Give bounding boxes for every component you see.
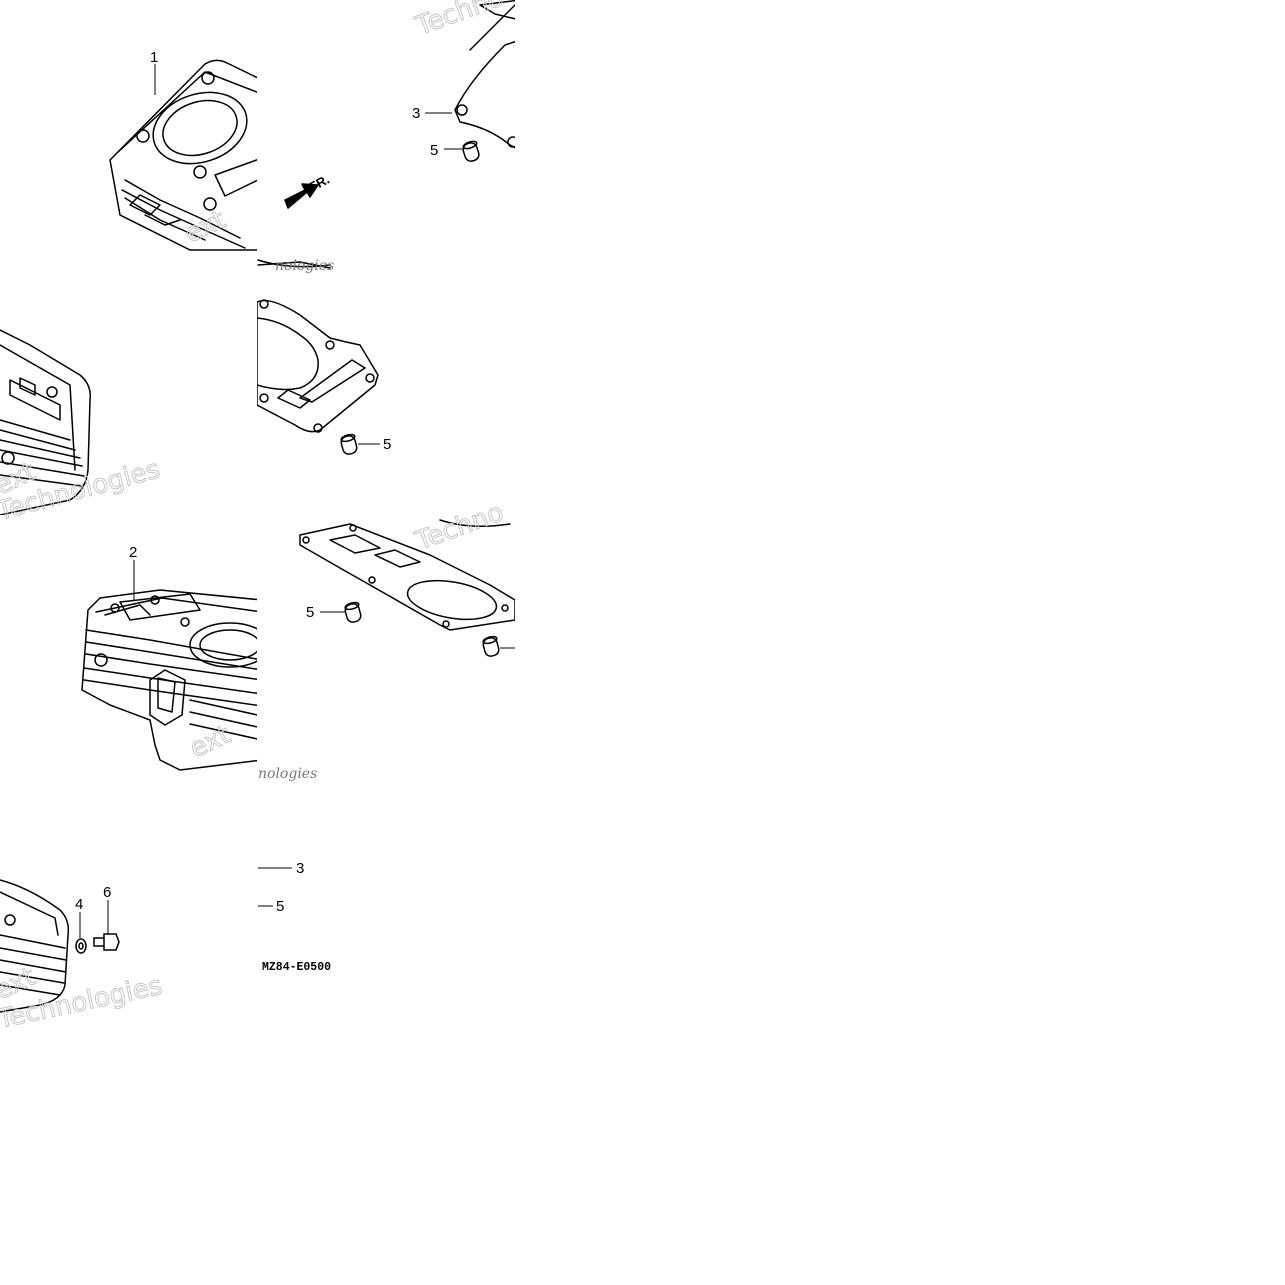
callout-part-1: 1 bbox=[150, 49, 158, 66]
watermark-7: Techno bbox=[411, 497, 507, 557]
cylinder-view-2: 2 ext bbox=[81, 544, 257, 771]
watermark-6: ext bbox=[185, 720, 235, 765]
legend-area: 3 5 MZ84-E0500 bbox=[258, 860, 331, 974]
callout-part-5b: 5 bbox=[383, 436, 391, 453]
callout-part-5a: 5 bbox=[430, 142, 438, 159]
cylinder-view-3: 4 6 ext Technologies bbox=[0, 879, 165, 1036]
gasket-view-1: 3 5 FR. Techno nologies bbox=[257, 0, 515, 274]
watermark-3: nologies bbox=[275, 258, 334, 274]
watermark-2: Techno bbox=[411, 0, 507, 42]
diagram-code: MZ84-E0500 bbox=[262, 961, 331, 974]
callout-part-5d: 5 bbox=[276, 898, 284, 915]
gasket-view-2: 5 bbox=[257, 299, 391, 455]
callout-part-4: 4 bbox=[75, 896, 83, 913]
callout-part-6: 6 bbox=[103, 884, 111, 901]
gasket-view-3: 5 Techno nologies bbox=[258, 497, 515, 782]
watermark-1: ext bbox=[180, 205, 230, 250]
callout-part-5c: 5 bbox=[306, 604, 314, 621]
callout-part-2: 2 bbox=[129, 544, 137, 561]
cylinder-top-view-1: 1 ext bbox=[109, 49, 257, 251]
callout-part-3b: 3 bbox=[296, 860, 304, 877]
watermark-8: nologies bbox=[258, 766, 317, 782]
callout-part-3a: 3 bbox=[412, 105, 420, 122]
cylinder-side-view-1: ext Technologies bbox=[0, 329, 164, 528]
